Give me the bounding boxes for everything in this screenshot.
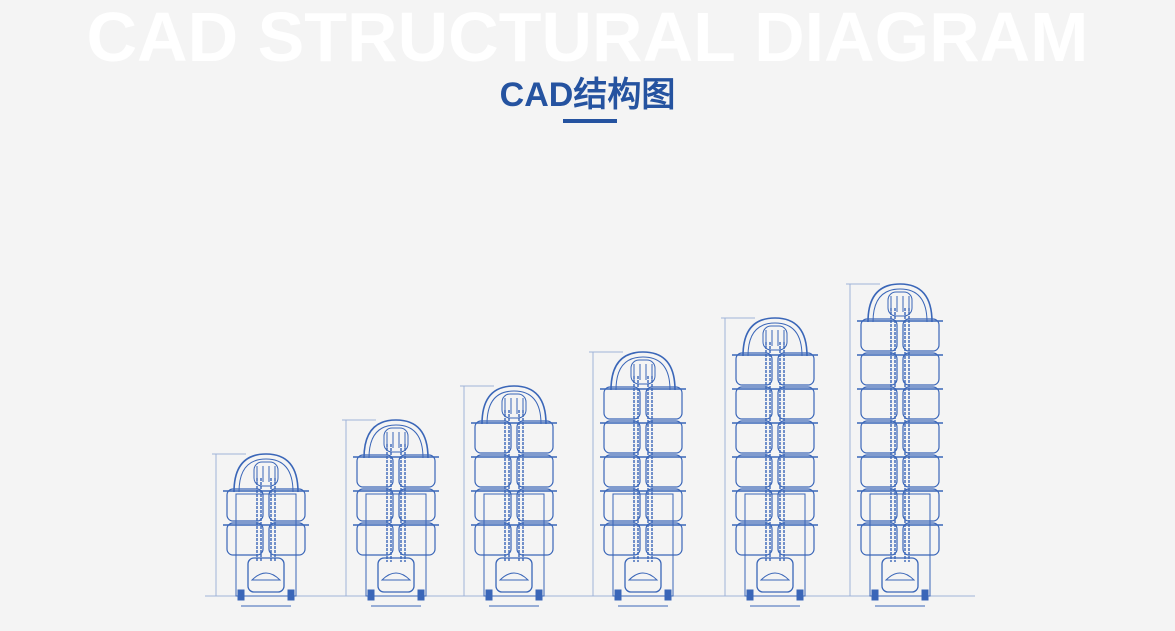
pallet-right	[516, 420, 554, 454]
drive-sprocket	[762, 325, 788, 351]
pallet-right	[645, 522, 683, 556]
pallet-left	[603, 488, 641, 522]
frame	[365, 493, 427, 597]
top-arch	[610, 351, 676, 391]
drive-sprocket	[383, 427, 409, 453]
pallet-left	[860, 386, 898, 420]
pallet-left	[735, 420, 773, 454]
frame	[483, 493, 545, 597]
tower-5-tier	[589, 351, 686, 607]
pallet-left	[735, 522, 773, 556]
pallet-left	[735, 352, 773, 386]
frame	[869, 493, 931, 597]
pallet-left	[860, 420, 898, 454]
pallet-left	[860, 454, 898, 488]
ground-car	[881, 557, 919, 593]
pallet-right	[777, 420, 815, 454]
pallet-left	[474, 454, 512, 488]
frame	[235, 493, 297, 597]
drive-sprocket	[501, 393, 527, 419]
section-watermark: CAD STRUCTURAL DIAGRAM	[86, 0, 1089, 76]
pallet-right	[777, 522, 815, 556]
pallet-left	[474, 522, 512, 556]
top-arch	[481, 385, 547, 425]
pallet-left	[356, 454, 394, 488]
tower-4-tier	[460, 385, 557, 607]
tower-6-tier	[721, 317, 818, 607]
pallet-right	[777, 488, 815, 522]
pallet-right	[645, 488, 683, 522]
top-arch	[867, 283, 933, 323]
pallet-right	[777, 386, 815, 420]
pallet-right	[398, 488, 436, 522]
pallet-left	[356, 522, 394, 556]
top-arch	[233, 453, 299, 493]
ground-car	[756, 557, 794, 593]
pallet-left	[226, 488, 264, 522]
drive-sprocket	[630, 359, 656, 385]
pallet-left	[603, 386, 641, 420]
ground-car	[377, 557, 415, 593]
pallet-right	[777, 454, 815, 488]
drive-sprocket	[887, 291, 913, 317]
ground-car	[495, 557, 533, 593]
pallet-right	[516, 454, 554, 488]
pallet-left	[860, 488, 898, 522]
frame	[744, 493, 806, 597]
pallet-right	[645, 386, 683, 420]
top-arch	[742, 317, 808, 357]
title-underline	[563, 119, 617, 123]
pallet-left	[735, 488, 773, 522]
pallet-left	[735, 454, 773, 488]
pallet-left	[603, 522, 641, 556]
ground-car	[247, 557, 285, 593]
pallet-left	[603, 454, 641, 488]
pallet-right	[268, 488, 306, 522]
tower-3-tier	[342, 419, 439, 607]
pallet-right	[902, 318, 940, 352]
pallet-left	[860, 318, 898, 352]
pallet-right	[398, 454, 436, 488]
pallet-right	[902, 522, 940, 556]
pallet-left	[860, 522, 898, 556]
pallet-right	[516, 522, 554, 556]
pallet-right	[268, 522, 306, 556]
pallet-left	[735, 386, 773, 420]
pallet-right	[902, 420, 940, 454]
pallet-right	[516, 488, 554, 522]
tower-7-tier	[846, 283, 943, 607]
frame	[612, 493, 674, 597]
section-title: CAD结构图	[499, 76, 676, 114]
ground-car	[624, 557, 662, 593]
pallet-left	[226, 522, 264, 556]
pallet-left	[603, 420, 641, 454]
top-arch	[363, 419, 429, 459]
pallet-right	[902, 488, 940, 522]
pallet-right	[902, 454, 940, 488]
pallet-right	[902, 352, 940, 386]
pallet-right	[645, 454, 683, 488]
drive-sprocket	[253, 461, 279, 487]
pallet-left	[860, 352, 898, 386]
pallet-right	[645, 420, 683, 454]
pallet-left	[356, 488, 394, 522]
tower-2-tier	[212, 453, 309, 607]
pallet-right	[902, 386, 940, 420]
pallet-right	[777, 352, 815, 386]
pallet-left	[474, 488, 512, 522]
pallet-left	[474, 420, 512, 454]
pallet-right	[398, 522, 436, 556]
